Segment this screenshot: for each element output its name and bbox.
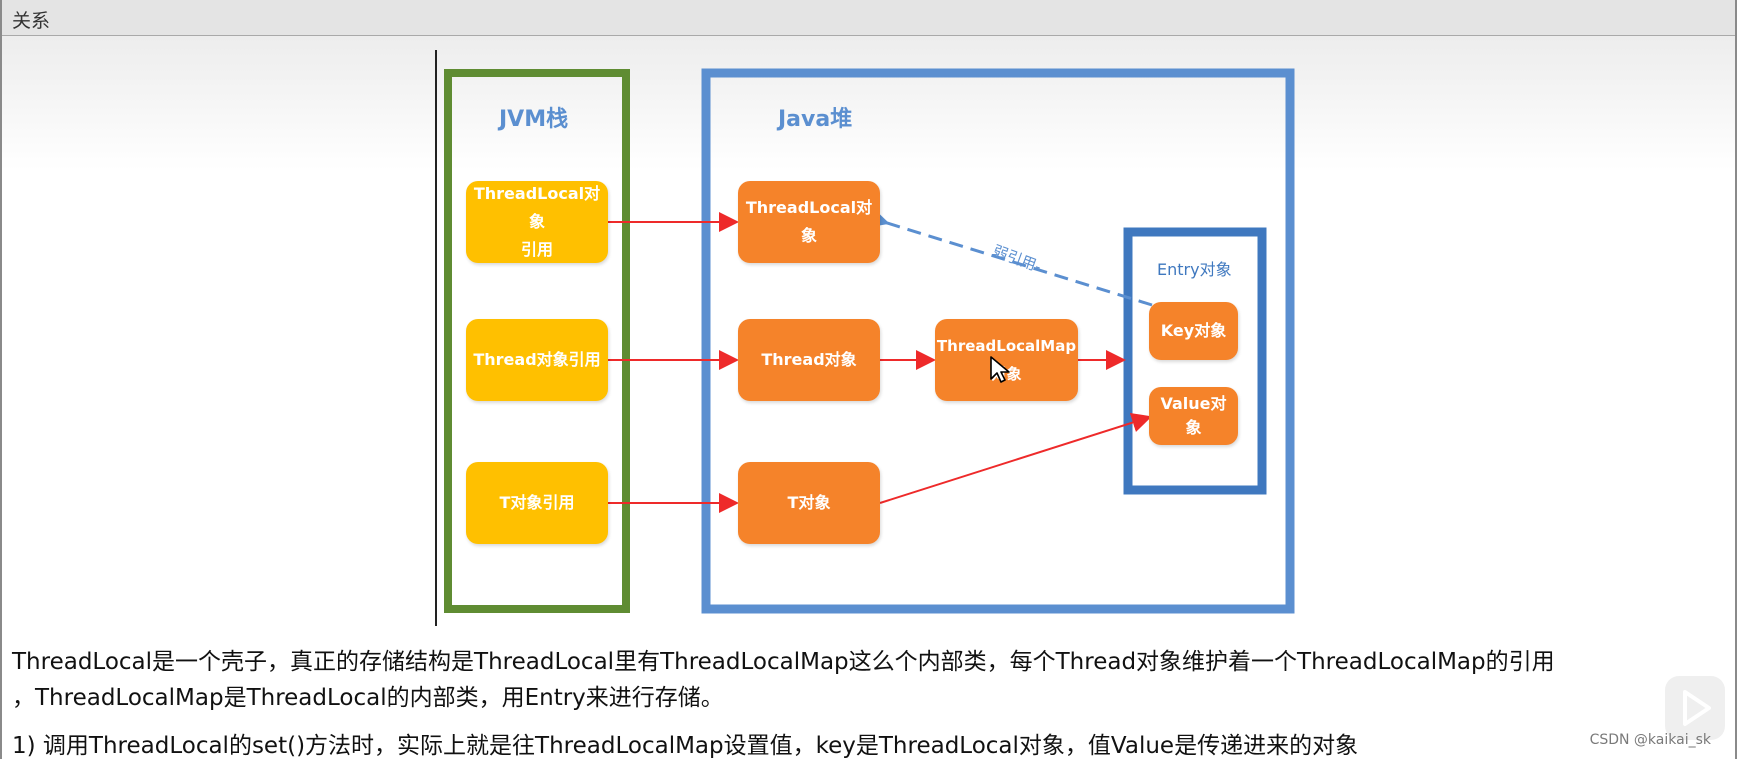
paragraph-1-line-2: ，ThreadLocalMap是ThreadLocal的内部类，用Entry来进…: [12, 685, 724, 711]
window-title: 关系: [12, 10, 51, 32]
java-heap-frame: [701, 68, 1295, 614]
thread-object-label: Thread对象: [761, 350, 857, 369]
threadlocalmap-object-node: ThreadLocalMap 对象: [935, 319, 1078, 401]
key-object-node: Key对象: [1149, 302, 1238, 360]
t-object-label: T对象: [787, 493, 831, 512]
play-icon: [1683, 690, 1711, 726]
value-object-node: Value对 象: [1149, 387, 1238, 445]
watermark: CSDN @kaikai_sk: [1589, 732, 1711, 748]
thread-ref-node: Thread对象引用: [466, 319, 608, 401]
key-object-label: Key对象: [1160, 321, 1227, 340]
threadlocal-object-node: ThreadLocal对象: [738, 181, 880, 263]
paragraph-1-line-1: ThreadLocal是一个壳子，真正的存储结构是ThreadLocal里有Th…: [12, 649, 1555, 675]
play-button[interactable]: [1665, 676, 1725, 740]
threadlocal-ref-line2: 引用: [520, 240, 553, 259]
divider-line: [435, 50, 437, 626]
threadlocal-ref-line1: ThreadLocal对象: [473, 184, 601, 231]
entry-label: Entry对象: [1157, 260, 1232, 279]
value-object-line2: 象: [1185, 418, 1202, 437]
paragraph-2: 1) 调用ThreadLocal的set()方法时，实际上就是往ThreadLo…: [12, 733, 1359, 759]
thread-ref-label: Thread对象引用: [473, 350, 601, 369]
t-ref-node: T对象引用: [466, 462, 608, 544]
jvm-stack-frame: [444, 69, 630, 613]
t-ref-label: T对象引用: [499, 493, 575, 512]
relationship-diagram: JVM栈 Java堆 Entry对象 ThreadLocal对象 引用 Thre…: [2, 0, 1737, 640]
t-object-node: T对象: [738, 462, 880, 544]
threadlocal-object-label: ThreadLocal对象: [745, 198, 873, 245]
jvm-stack-label: JVM栈: [499, 107, 569, 132]
value-object-line1: Value对: [1160, 394, 1227, 413]
java-heap-label: Java堆: [778, 107, 853, 132]
thread-object-node: Thread对象: [738, 319, 880, 401]
mouse-pointer-icon: [990, 356, 1010, 383]
weak-reference-arrow: [850, 195, 1153, 307]
entry-frame: [1123, 227, 1267, 495]
threadlocalmap-line1: ThreadLocalMap: [936, 337, 1077, 355]
arrow-t-to-value: [879, 412, 1152, 504]
threadlocal-ref-node: ThreadLocal对象 引用: [466, 181, 608, 263]
title-bar: 关系: [2, 0, 1735, 36]
diagram-canvas: [444, 68, 1295, 614]
